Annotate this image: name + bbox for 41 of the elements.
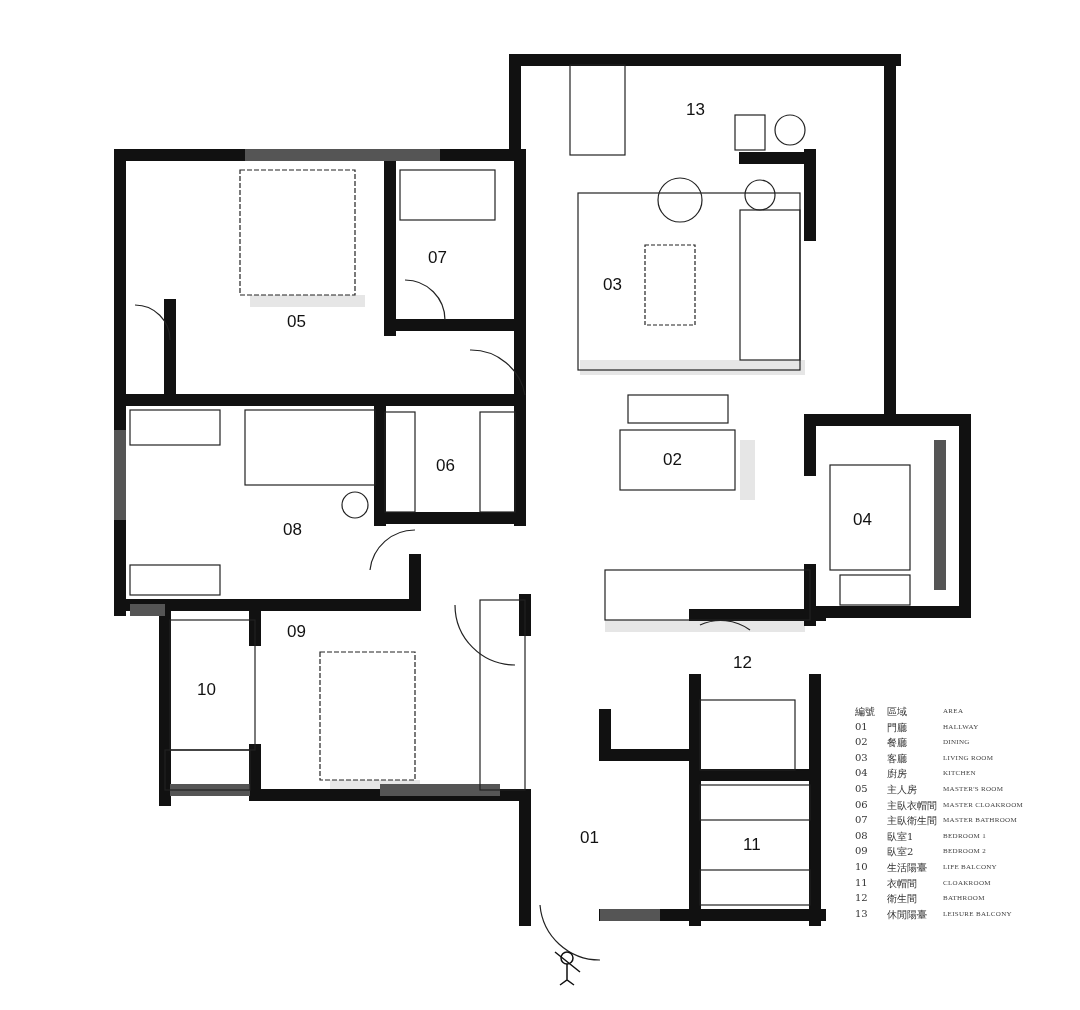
table-header-cell: 05 [855, 783, 868, 794]
room-number: 07 [428, 248, 447, 268]
room-number: 04 [853, 510, 872, 530]
room-number: 09 [287, 622, 306, 642]
table-cell: 主臥衣帽間 [887, 798, 937, 813]
table-header-cell: 09 [855, 845, 868, 857]
room-number: 06 [436, 456, 455, 476]
table-cell: 區域 [887, 705, 907, 719]
table-cell: 生活陽臺 [887, 861, 927, 875]
room-number: 08 [283, 520, 302, 540]
room-number: 11 [743, 835, 761, 855]
room-number: 05 [287, 312, 306, 332]
table-header-cell: 11 [855, 876, 868, 888]
table-header-cell: 08 [855, 829, 868, 841]
room-number: 02 [663, 450, 682, 470]
room-number: 01 [580, 828, 599, 848]
table-cell: 餐廳 [887, 736, 907, 751]
table-cell: 主臥衛生間 [887, 814, 937, 829]
table-header-cell: 04 [855, 767, 868, 779]
table-cell: 客廳 [887, 751, 907, 766]
table-header-cell: 06 [855, 798, 868, 810]
table-cell: 衛生間 [887, 892, 917, 907]
table-cell: 主人房 [887, 783, 917, 797]
table-cell: 門廳 [887, 720, 907, 735]
table-header-cell: 03 [855, 751, 868, 763]
room-number: 12 [733, 653, 752, 673]
table-header-cell: 12 [855, 892, 868, 904]
table-header-cell: 編號 [855, 705, 875, 719]
table-cell: 廚房 [887, 767, 907, 782]
room-number: 10 [197, 680, 216, 700]
table-cell: 臥室1 [887, 829, 914, 844]
table-header-cell: 01 [855, 720, 868, 732]
room-number: 03 [603, 275, 622, 295]
table-header-cell: 02 [855, 736, 868, 748]
room-number: 13 [686, 100, 705, 120]
table-cell: 休閒陽臺 [887, 907, 927, 922]
table-header-cell: 07 [855, 814, 868, 826]
table-header-cell: 10 [855, 861, 868, 872]
table-header-cell: 13 [855, 907, 868, 919]
table-cell: 衣帽間 [887, 876, 917, 891]
table-cell: 臥室2 [887, 845, 914, 860]
